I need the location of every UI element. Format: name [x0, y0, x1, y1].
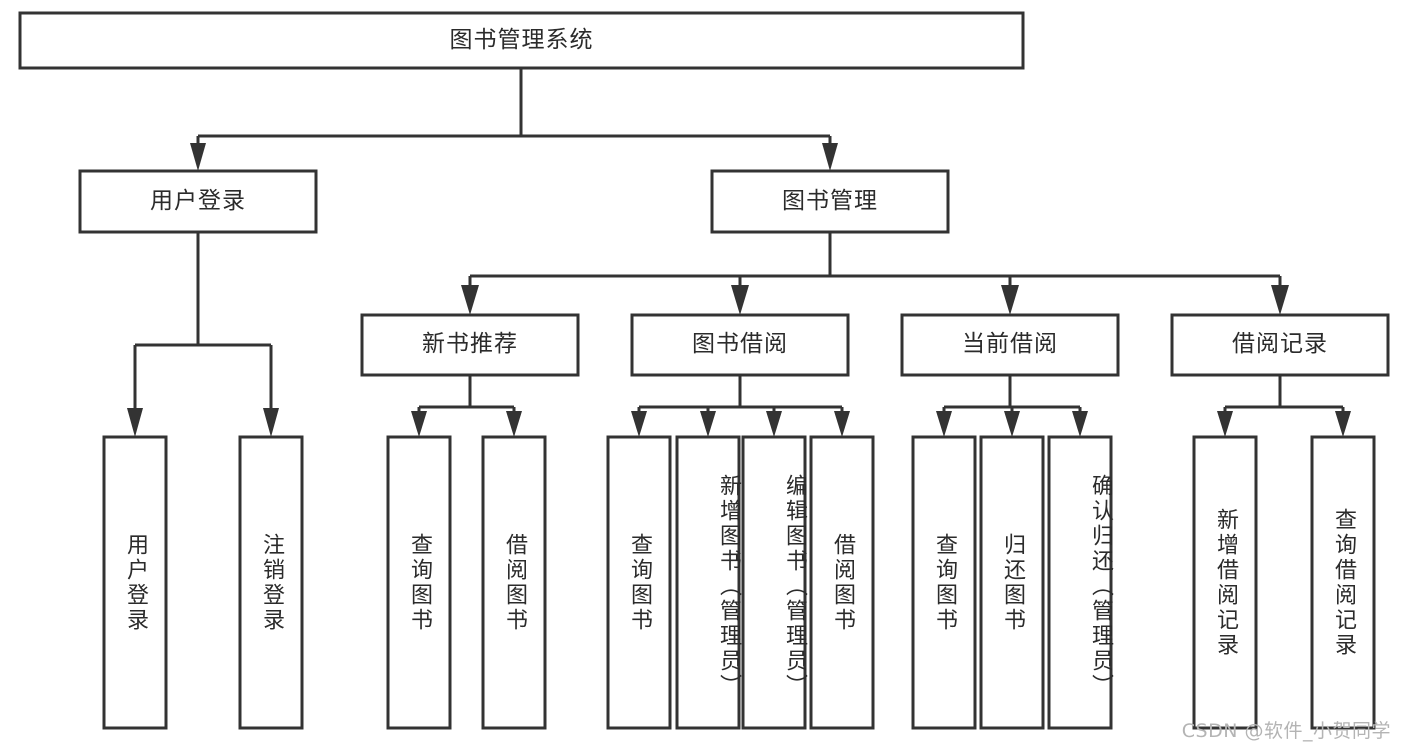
connector-bookborrow-to-leaves — [631, 375, 850, 437]
node-box-leaf-record-1[interactable] — [1310, 435, 1376, 730]
node-box-leaf-current-2[interactable] — [1047, 435, 1113, 730]
arrow-head-new-book-recommend — [461, 285, 479, 315]
arrow-head-leaf-user-login-1 — [263, 408, 279, 437]
arrow-head-leaf-borrow-1 — [700, 411, 716, 437]
node-box-leaf-recommend-1[interactable] — [481, 435, 547, 730]
node-box-leaf-user-login-1[interactable] — [238, 435, 304, 730]
arrow-head-current-borrow — [1001, 285, 1019, 315]
node-box-user-login[interactable] — [78, 169, 318, 234]
arrow-head-leaf-record-0 — [1217, 411, 1233, 437]
arrow-head-leaf-current-0 — [936, 411, 952, 437]
node-box-book-management[interactable] — [710, 169, 950, 234]
arrow-head-leaf-current-2 — [1072, 411, 1088, 437]
arrow-head-book-management — [822, 143, 838, 171]
node-box-leaf-record-0[interactable] — [1192, 435, 1258, 730]
node-box-current-borrow[interactable] — [900, 313, 1120, 377]
node-box-leaf-recommend-0[interactable] — [386, 435, 452, 730]
node-box-leaf-borrow-3[interactable] — [809, 435, 875, 730]
arrow-head-borrow-record — [1271, 285, 1289, 315]
connector-recommend-to-leaves — [411, 375, 522, 437]
connector-userlogin-to-leaves — [127, 232, 279, 437]
connector-bookmgmt-to-level3 — [461, 232, 1289, 315]
node-box-leaf-borrow-2[interactable] — [741, 435, 807, 730]
arrow-head-leaf-borrow-0 — [631, 411, 647, 437]
arrow-head-leaf-current-1 — [1004, 411, 1020, 437]
node-box-leaf-user-login-0[interactable] — [102, 435, 168, 730]
node-box-borrow-record[interactable] — [1170, 313, 1390, 377]
node-box-leaf-current-1[interactable] — [979, 435, 1045, 730]
csdn-watermark: CSDN @软件_小贺同学 — [1181, 720, 1391, 742]
node-box-leaf-current-0[interactable] — [911, 435, 977, 730]
node-box-new-book-recommend[interactable] — [360, 313, 580, 377]
connector-currentborrow-to-leaves — [936, 375, 1088, 437]
node-box-leaf-borrow-0[interactable] — [606, 435, 672, 730]
arrow-head-leaf-recommend-0 — [411, 411, 427, 437]
node-box-leaf-borrow-1[interactable] — [675, 435, 741, 730]
arrow-head-leaf-recommend-1 — [506, 411, 522, 437]
node-box-book-borrow[interactable] — [630, 313, 850, 377]
arrow-head-leaf-record-1 — [1335, 411, 1351, 437]
arrow-head-book-borrow — [731, 285, 749, 315]
arrow-head-leaf-user-login-0 — [127, 408, 143, 437]
arrow-head-leaf-borrow-3 — [834, 411, 850, 437]
arrow-head-user-login — [190, 143, 206, 171]
connector-borrowrecord-to-leaves — [1217, 375, 1351, 437]
arrow-head-leaf-borrow-2 — [766, 411, 782, 437]
connector-root-to-level2 — [190, 68, 838, 171]
node-box-root[interactable] — [18, 11, 1025, 70]
